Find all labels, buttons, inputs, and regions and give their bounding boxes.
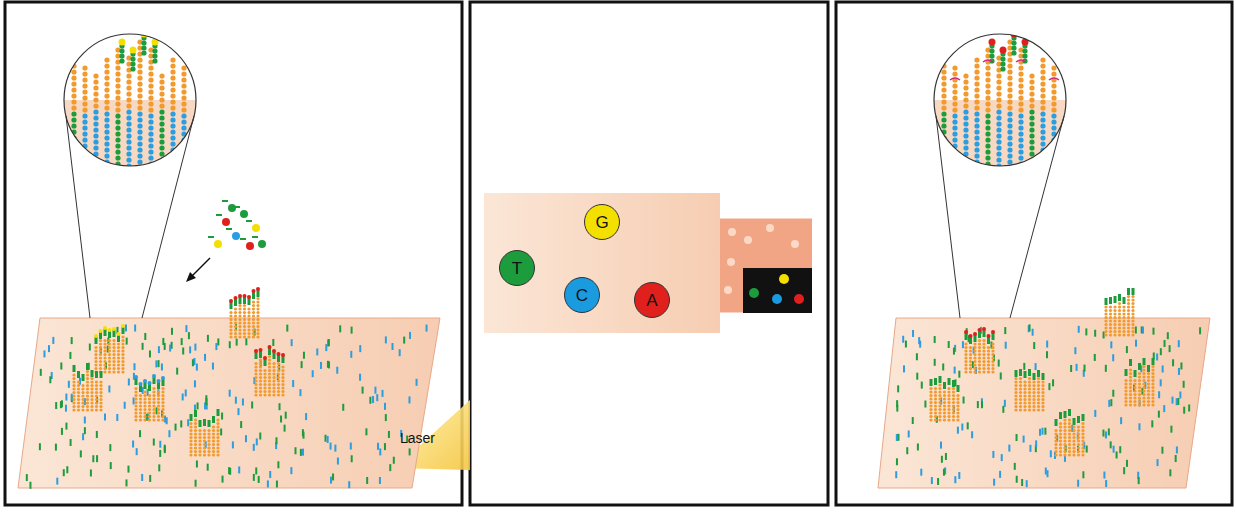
dna-cluster: [1104, 288, 1134, 337]
nucleotide: [240, 210, 248, 218]
base-circle: G: [584, 204, 620, 240]
base-circle: C: [564, 277, 600, 313]
flow-cell-surface: [878, 318, 1210, 488]
nucleotide-tail: [222, 200, 228, 202]
base-circle: T: [499, 250, 535, 286]
panel-frame: [5, 2, 462, 505]
image-detail: [743, 268, 812, 313]
nucleotide-tail: [246, 220, 252, 222]
dna-cluster: [254, 345, 285, 397]
dna-cluster: [1014, 369, 1044, 412]
base-letter: G: [595, 214, 608, 231]
nucleotide-tail: [226, 228, 232, 230]
dna-cluster: [929, 376, 959, 422]
base-letter: C: [576, 287, 588, 304]
dna-cluster: [134, 374, 165, 422]
nucleotide-tail: [252, 236, 258, 238]
base-circle: A: [634, 282, 670, 318]
dna-cluster: [1124, 358, 1154, 407]
nucleotide: [222, 218, 230, 226]
nucleotide: [246, 242, 254, 250]
dna-cluster: [1054, 409, 1084, 457]
panel-frame: [470, 2, 828, 505]
surface-primers: [26, 324, 428, 489]
panel-frame: [836, 2, 1232, 505]
nucleotide: [214, 240, 222, 248]
nucleotide-tail: [208, 236, 214, 238]
magnified-strands: [71, 31, 186, 171]
base-letter: T: [512, 260, 522, 277]
image-tile: [484, 193, 720, 333]
dna-cluster: [72, 363, 102, 412]
nucleotide: [228, 204, 236, 212]
nucleotide-tail: [216, 214, 222, 216]
dna-cluster: [229, 287, 260, 339]
surface-primers: [895, 324, 1201, 487]
dna-cluster: [189, 409, 219, 457]
nucleotide-tail: [240, 238, 246, 240]
dna-cluster: [964, 327, 995, 374]
laser-label: Laser: [400, 430, 435, 446]
flow-cell-surface: [18, 318, 440, 488]
nucleotide: [232, 232, 240, 240]
nucleotide: [258, 240, 266, 248]
base-letter: A: [646, 292, 657, 309]
nucleotide: [252, 224, 260, 232]
magnified-strands: [941, 31, 1059, 171]
dna-cluster: [94, 324, 125, 374]
image-zoom: [720, 218, 812, 313]
